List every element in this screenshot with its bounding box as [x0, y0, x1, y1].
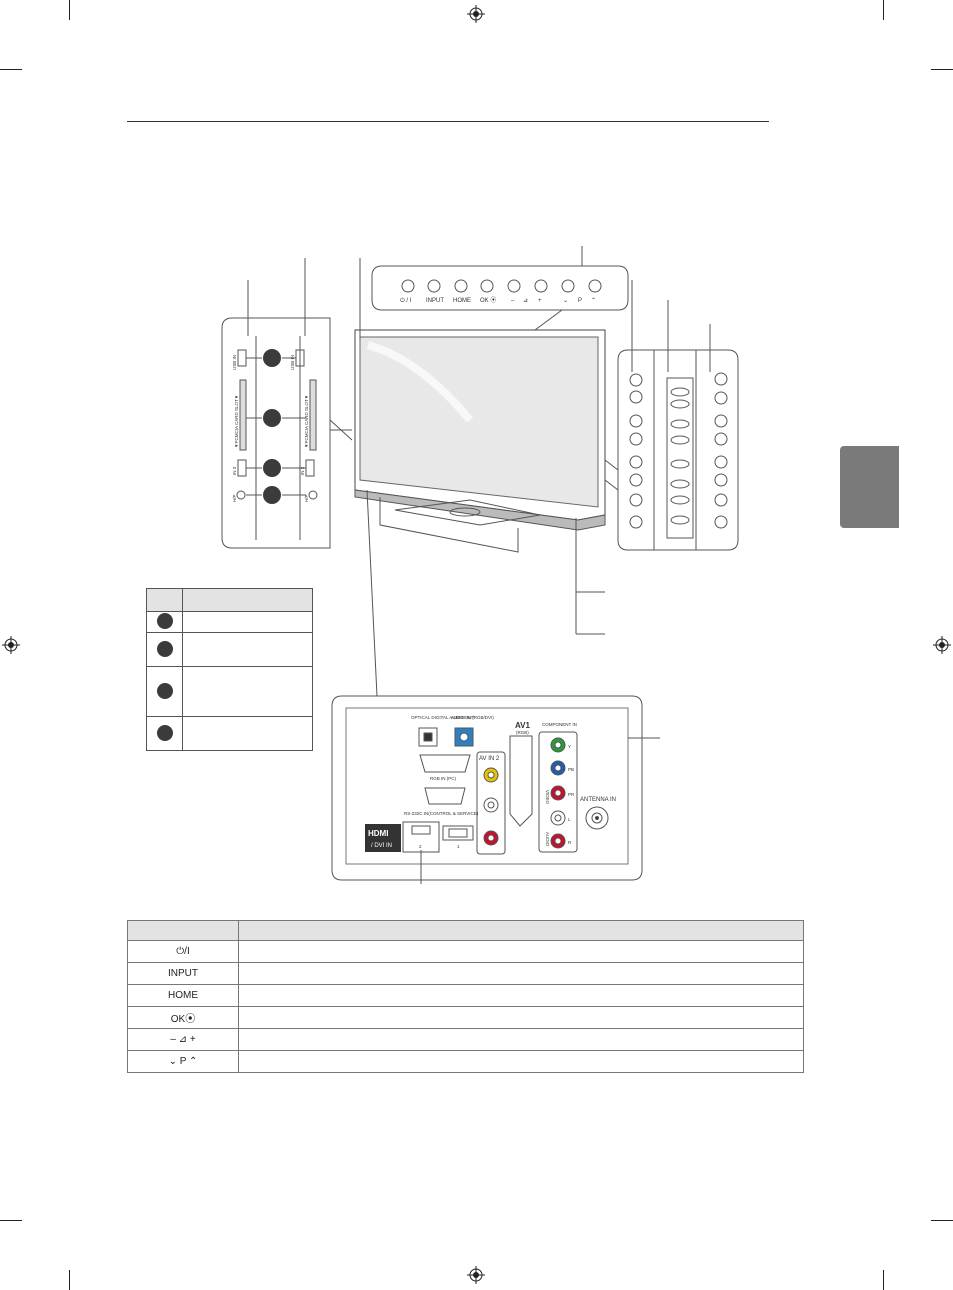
antenna-label: ANTENNA IN	[580, 797, 616, 803]
hdmi3-label: IN 3	[232, 466, 237, 475]
crop-mark	[931, 69, 953, 70]
av1-sub-label: (RGB)	[516, 730, 529, 735]
ch-down-label: ⌄	[563, 298, 568, 304]
home-symbol: HOME	[127, 984, 239, 1007]
volume-symbol: – ⊿ +	[127, 1028, 239, 1051]
table-row	[146, 632, 313, 667]
hdmi-logo: HDMI	[368, 829, 388, 838]
crop-mark	[0, 69, 22, 70]
legend-header-num	[146, 588, 183, 612]
crop-mark	[69, 1270, 70, 1290]
audio-in-label: AUDIO IN (RGB/DVI)	[451, 715, 494, 720]
hdmi-port-1: 1	[457, 844, 460, 849]
r-label: R	[568, 840, 572, 845]
legend-table	[146, 588, 313, 751]
component-video-label: VIDEO	[545, 790, 550, 805]
ch-up-label: ⌃	[591, 297, 596, 304]
pcmcia-label-right: ▼PCMCIA CARD SLOT▼	[304, 395, 309, 448]
side-panel-right	[617, 349, 739, 551]
side-panel-left	[221, 317, 331, 549]
y-label: Y	[568, 744, 571, 749]
table-row	[146, 666, 313, 717]
usb-label-right: USB IN	[290, 355, 295, 370]
pr-label: PR	[568, 792, 575, 797]
registration-mark-icon	[467, 5, 485, 23]
registration-mark-icon	[933, 636, 951, 654]
usb-label-left: USB IN	[232, 355, 237, 370]
pb-label: PB	[568, 767, 574, 772]
vol-icon: ⊿	[523, 298, 528, 304]
vol-minus-label: –	[511, 298, 515, 304]
dvi-in-label: / DVI IN	[371, 843, 392, 849]
legend-header-desc	[182, 588, 313, 612]
rear-panel	[331, 695, 643, 881]
hdmi-port-2: 2	[419, 844, 422, 849]
channel-symbol: ⌄ P ⌃	[127, 1050, 239, 1073]
table-row	[146, 611, 313, 633]
registration-mark-icon	[2, 636, 20, 654]
ch-p-label: P	[578, 298, 582, 304]
section-tab	[840, 446, 899, 528]
table-row: ⌄ P ⌃	[127, 1050, 804, 1073]
l-label: L	[568, 817, 571, 822]
component-audio-label: AUDIO	[545, 832, 550, 847]
rs232c-label: RS-232C IN(CONTROL & SERVICE)	[404, 811, 479, 816]
power-label: ⏻ / I	[400, 297, 412, 304]
ok-symbol: OK⦿	[127, 1006, 239, 1029]
callout-number-icon	[156, 613, 173, 629]
crop-mark	[0, 1220, 22, 1221]
table-row: HOME	[127, 984, 804, 1007]
ok-label: OK ⦿	[480, 297, 496, 304]
header-rule	[127, 121, 769, 122]
hp-label-right: H/P	[304, 494, 309, 502]
input-label: INPUT	[426, 298, 444, 304]
crop-mark	[931, 1220, 953, 1221]
button-table-header-symbol	[127, 920, 239, 941]
table-row: INPUT	[127, 962, 804, 985]
table-row	[146, 716, 313, 751]
table-row: OK⦿	[127, 1006, 804, 1029]
av1-label: AV1	[515, 721, 531, 730]
callout-number-icon	[156, 640, 173, 657]
input-symbol: INPUT	[127, 962, 239, 985]
tv-stand	[379, 497, 519, 553]
button-table: ⏻/I INPUT HOME OK⦿ – ⊿ + ⌄ P ⌃	[127, 920, 804, 1073]
callout-number-icon	[156, 682, 173, 699]
power-symbol: ⏻/I	[127, 940, 239, 963]
hdmi2-label: IN 2	[300, 466, 305, 475]
tv-screen	[359, 336, 599, 508]
tv-diagram: ⏻ / I INPUT HOME OK ⦿ – ⊿ + ⌄ P ⌃ USB IN…	[221, 246, 739, 884]
crop-mark	[883, 1270, 884, 1290]
crop-mark	[883, 0, 884, 20]
front-panel-callout	[371, 265, 629, 311]
crop-mark	[69, 0, 70, 20]
home-label: HOME	[453, 298, 471, 304]
pcmcia-label-left: ▼PCMCIA CARD SLOT▼	[234, 395, 239, 448]
hp-label-left: H/P	[232, 494, 237, 502]
av-in-2-label: AV IN 2	[479, 756, 500, 762]
registration-mark-icon	[467, 1266, 485, 1284]
table-row: ⏻/I	[127, 940, 804, 963]
callout-number-icon	[156, 724, 173, 741]
table-row: – ⊿ +	[127, 1028, 804, 1051]
vol-plus-label: +	[538, 298, 542, 304]
optical-label: OPTICAL DIGITAL AUDIO OUT	[411, 715, 475, 720]
component-label: COMPONENT IN	[542, 722, 577, 727]
rgb-in-label: RGB IN (PC)	[430, 776, 457, 781]
button-table-header-desc	[238, 920, 804, 941]
